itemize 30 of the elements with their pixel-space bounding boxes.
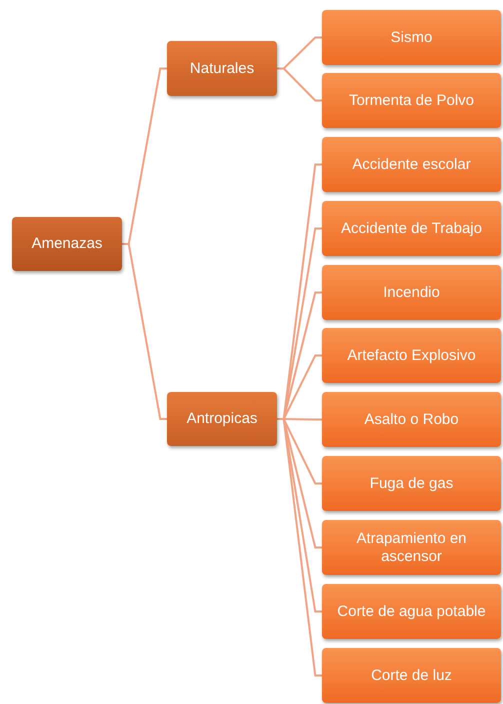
item-box [322, 584, 501, 639]
connector-line [277, 68, 322, 102]
item-box [322, 10, 501, 65]
node-label: Corte de agua potable [337, 602, 486, 620]
node-label: Tormenta de Polvo [348, 92, 474, 110]
item-box [322, 201, 501, 256]
node-label: Sismo [390, 28, 432, 46]
node-label: Artefacto Explosivo [347, 346, 476, 364]
node-label: Corte de luz [371, 666, 452, 684]
item-box [322, 265, 501, 320]
node-label: Atrapamiento en ascensor [355, 530, 468, 565]
root-box [12, 217, 122, 271]
node-label: Naturales [190, 60, 254, 78]
node-label: Amenazas [32, 235, 102, 253]
item-box [322, 392, 501, 447]
category-box [167, 41, 277, 96]
node-label: Accidente escolar [352, 156, 471, 174]
item-box [322, 520, 501, 575]
node-label: Accidente de Trabajo [341, 220, 482, 238]
connector-line [122, 243, 167, 420]
item-box [322, 456, 501, 511]
node-label: Asalto o Robo [364, 410, 459, 428]
item-box [322, 648, 501, 703]
node-label: Incendio [383, 284, 440, 302]
item-box [322, 73, 501, 128]
category-box [167, 392, 277, 446]
node-label: Antropicas [186, 410, 258, 428]
node-label: Fuga de gas [370, 474, 454, 492]
item-box [322, 328, 501, 383]
item-box [322, 137, 501, 192]
